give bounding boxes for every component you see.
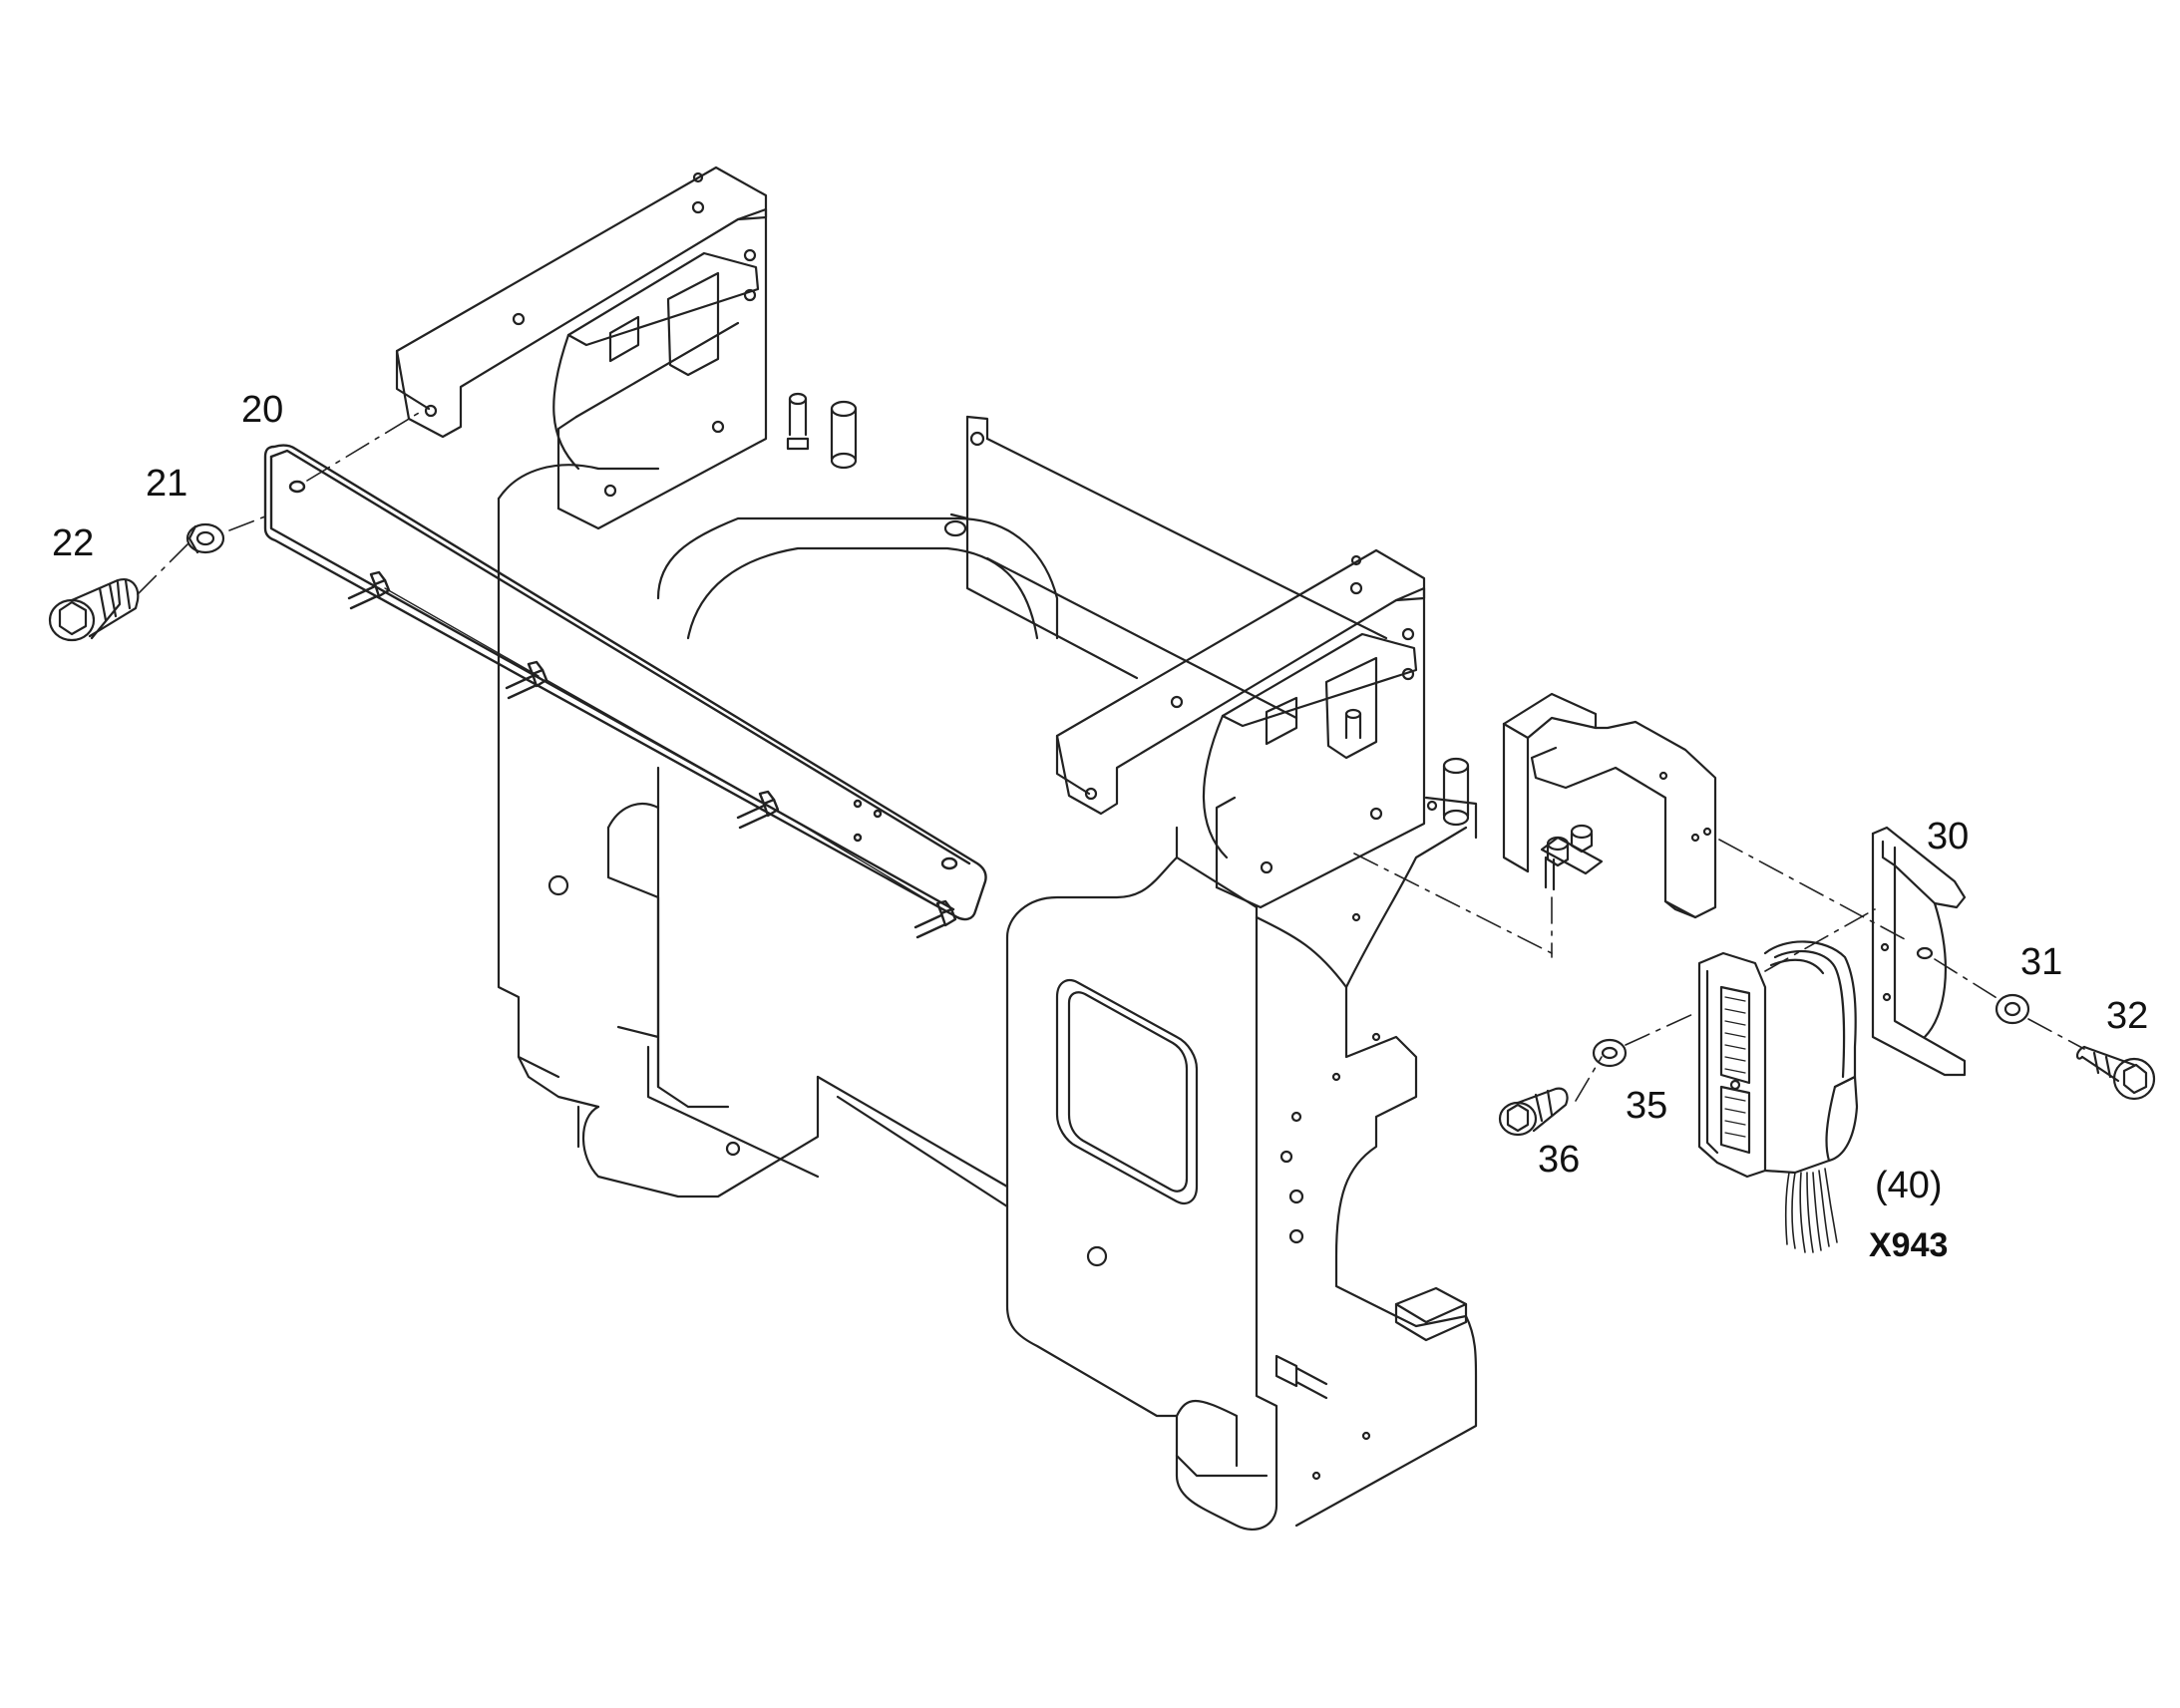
l-bracket-30 xyxy=(1871,826,1967,1077)
callout-36: 36 xyxy=(1538,1139,1581,1181)
callout-22: 22 xyxy=(52,522,95,564)
cable-bundle xyxy=(1784,1168,1838,1253)
callout-20: 20 xyxy=(241,389,284,431)
cap-screw-36 xyxy=(1498,1087,1569,1137)
callout-32: 32 xyxy=(2106,995,2149,1037)
cap-screw-22 xyxy=(48,578,140,642)
mounting-plate xyxy=(263,444,987,939)
washer-31 xyxy=(1995,993,2030,1025)
assembly-lines xyxy=(137,412,2085,1102)
washer-35 xyxy=(1592,1038,1628,1068)
callout-35: 35 xyxy=(1626,1085,1668,1127)
plate-stud xyxy=(913,899,957,939)
machine-frame-casting xyxy=(395,166,1478,1531)
cap-screw-32 xyxy=(2075,1045,2156,1101)
u-bracket xyxy=(1502,692,1717,919)
connector-housing xyxy=(1697,940,1859,1179)
plate-stud xyxy=(736,790,780,830)
connector-label-x943: X943 xyxy=(1869,1226,1949,1264)
washer-21 xyxy=(185,522,225,554)
callout-21: 21 xyxy=(146,463,188,505)
callout-40: (40) xyxy=(1875,1165,1943,1206)
callout-30: 30 xyxy=(1927,816,1970,857)
callout-31: 31 xyxy=(2020,941,2063,983)
